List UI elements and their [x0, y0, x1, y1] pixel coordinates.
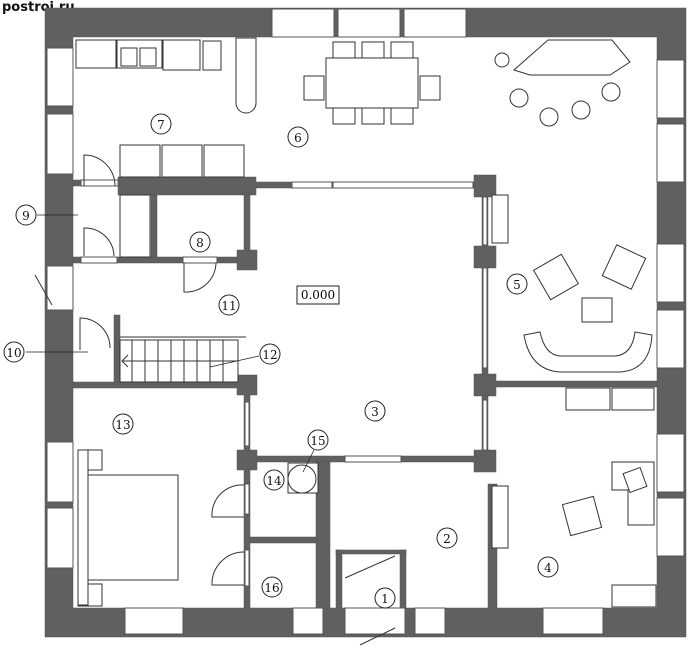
room-number: 4: [544, 561, 552, 575]
label-circle: [374, 587, 396, 609]
room-number: 6: [294, 131, 302, 145]
room-label-11: 11: [218, 294, 240, 316]
room-number: 15: [310, 434, 325, 448]
room-number: 5: [513, 278, 521, 292]
label-circle: [287, 126, 309, 148]
room-number: 9: [22, 209, 30, 223]
staircase: [119, 336, 246, 383]
room-number: 14: [266, 474, 282, 488]
label-circle: [307, 429, 329, 451]
label-circle: [189, 231, 211, 253]
room-label-16: 16: [261, 576, 283, 598]
bathroom-fixture: [287, 462, 319, 494]
label-circle: [263, 469, 285, 491]
room-label-3: 3: [364, 400, 386, 422]
label-circle: [218, 294, 240, 316]
room-label-5: 5: [506, 273, 528, 295]
room-label-14: 14: [263, 469, 285, 491]
room-label-10: 10: [3, 341, 25, 363]
office-furniture: [491, 387, 657, 608]
room-number: 2: [443, 532, 451, 546]
label-circle: [364, 400, 386, 422]
room-label-4: 4: [537, 556, 559, 578]
room-label-1: 1: [374, 587, 396, 609]
room-number: 11: [221, 299, 236, 313]
label-circle: [506, 273, 528, 295]
dining-table: [303, 41, 441, 125]
closet: [119, 194, 151, 258]
living-furniture: [491, 39, 653, 373]
room-label-9: 9: [15, 204, 37, 226]
windows: [46, 8, 685, 635]
label-circle: [3, 341, 25, 363]
room-label-13: 13: [112, 413, 134, 435]
kitchen-island: [119, 144, 245, 178]
label-circle: [112, 413, 134, 435]
room-number: 10: [6, 346, 21, 360]
leader-lines: [26, 214, 315, 473]
room-label-8: 8: [189, 231, 211, 253]
label-circle: [259, 343, 281, 365]
doors: [34, 154, 396, 646]
room-number: 13: [115, 418, 130, 432]
label-circle: [150, 113, 172, 135]
label-circle: [15, 204, 37, 226]
bed: [77, 449, 179, 607]
kitchen-counter: [75, 37, 257, 114]
room-label-12: 12: [259, 343, 281, 365]
room-number: 1: [381, 592, 389, 606]
room-label-6: 6: [287, 126, 309, 148]
room-label-7: 7: [150, 113, 172, 135]
room-label-2: 2: [436, 527, 458, 549]
room-number: 12: [262, 348, 277, 362]
room-label-15: 15: [307, 429, 329, 451]
room-number: 3: [371, 405, 379, 419]
label-circle: [537, 556, 559, 578]
label-circle: [261, 576, 283, 598]
elevation-mark: 0.000: [296, 285, 340, 305]
room-number: 16: [264, 581, 279, 595]
room-number: 8: [196, 236, 204, 250]
svg-text:0.000: 0.000: [301, 288, 335, 302]
room-number: 7: [157, 118, 165, 132]
label-circle: [436, 527, 458, 549]
